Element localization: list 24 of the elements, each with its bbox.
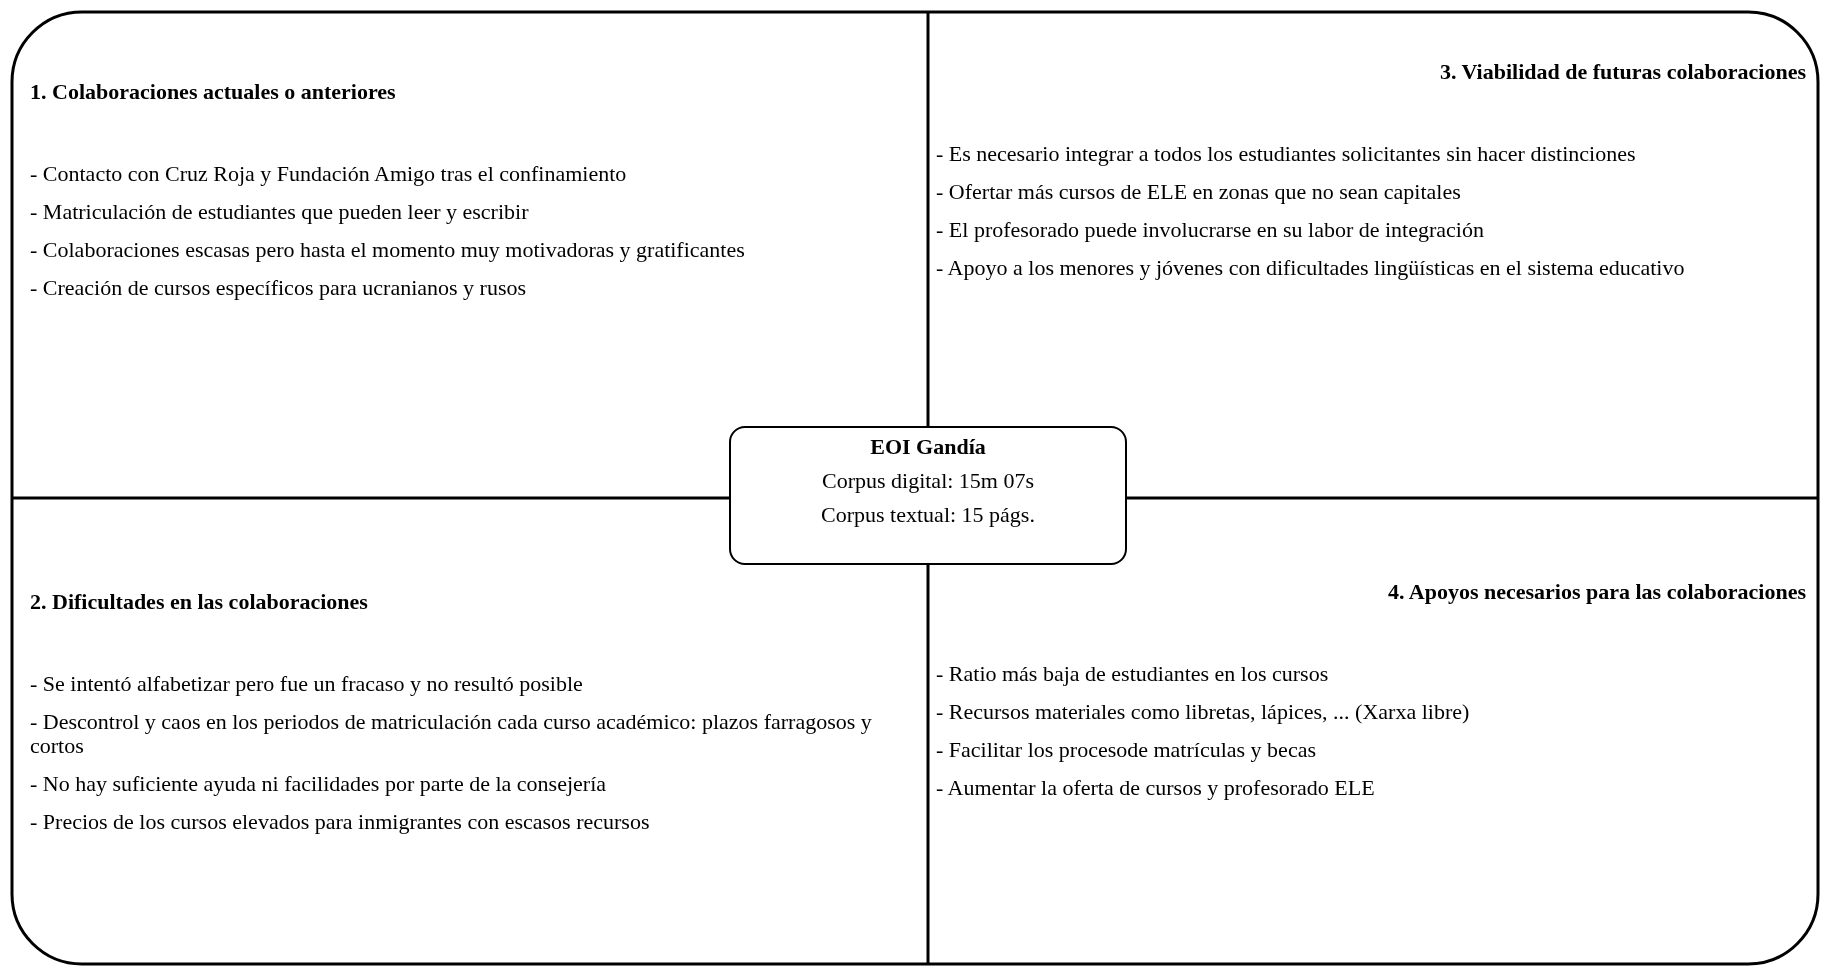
center-box xyxy=(729,426,1127,565)
section-heading: 3. Viabilidad de futuras colaboraciones xyxy=(1438,60,1806,84)
bullet-item: - No hay suficiente ayuda ni facilidades por parte de la consejería xyxy=(30,772,608,796)
bullet-item: - Matriculación de estudiantes que pueden leer y escribir xyxy=(30,200,530,224)
bullet-item: - Se intentó alfabetizar pero fue un fracaso y no resultó posible xyxy=(30,672,584,696)
section-heading: 4. Apoyos necesarios para las colaboraciones xyxy=(1387,580,1806,604)
bullet-item: - Contacto con Cruz Roja y Fundación Amigo tras el confinamiento xyxy=(30,162,628,186)
center-detail: Corpus textual: 15 págs. xyxy=(820,501,1036,529)
bullet-item: - Colaboraciones escasas pero hasta el momento muy motivadoras y gratificantes xyxy=(30,238,746,262)
bullet-item: - Descontrol y caos en los periodos de matriculación cada curso académico: plazos farragosos y cortos xyxy=(30,710,873,758)
bullet-item: - Ratio más baja de estudiantes en los cursos xyxy=(936,662,1330,686)
bullet-item: - Aumentar la oferta de cursos y profesorado ELE xyxy=(936,776,1376,800)
section-heading: 2. Dificultades en las colaboraciones xyxy=(30,590,369,614)
bullet-item: - Creación de cursos específicos para ucranianos y rusos xyxy=(30,276,528,300)
center-detail: Corpus digital: 15m 07s xyxy=(820,467,1036,495)
bullet-item: - Ofertar más cursos de ELE en zonas que no sean capitales xyxy=(936,180,1462,204)
bullet-item: - Facilitar los procesode matrículas y becas xyxy=(936,738,1317,762)
center-title: EOI Gandía xyxy=(869,433,987,461)
section-heading: 1. Colaboraciones actuales o anteriores xyxy=(30,80,397,104)
bullet-item: - El profesorado puede involucrarse en su labor de integración xyxy=(936,218,1485,242)
bullet-item: - Precios de los cursos elevados para inmigrantes con escasos recursos xyxy=(30,810,651,834)
bullet-item: - Recursos materiales como libretas, lápices, ... (Xarxa libre) xyxy=(936,700,1471,724)
bullet-item: - Apoyo a los menores y jóvenes con dificultades lingüísticas en el sistema educativo xyxy=(936,256,1686,280)
bullet-item: - Es necesario integrar a todos los estudiantes solicitantes sin hacer distinciones xyxy=(936,142,1637,166)
